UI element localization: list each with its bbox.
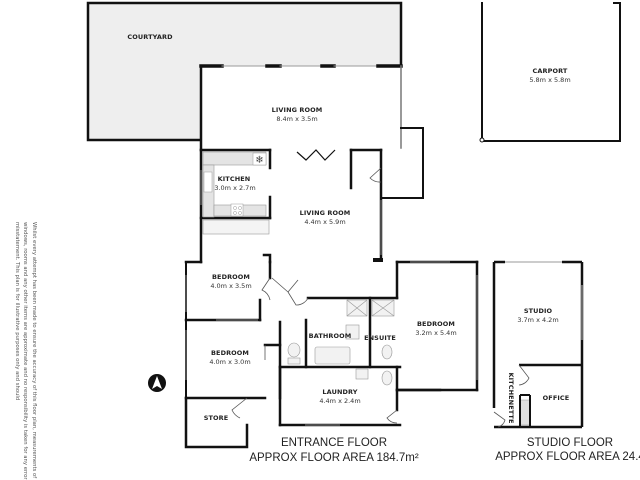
sink-icon [203,171,213,193]
bedroom-1-label: BEDROOM [212,273,250,281]
kitchen-dims: 3.0m x 2.7m [214,184,255,192]
laundry-dims: 4.4m x 2.4m [319,397,360,405]
studio-floor-walls [492,260,584,429]
studio-floor-area: APPROX FLOOR AREA 24.4 [495,451,640,463]
courtyard-label: COURTYARD [127,33,173,41]
kitchenette-bench [519,399,531,426]
windows [185,170,478,426]
svg-text:❄: ❄ [255,155,263,166]
disclaimer-text: Whilst every attempt has been made to en… [13,222,37,480]
living-room-2-label: LIVING ROOM [300,209,351,217]
carport-label: CARPORT [533,67,568,75]
store-label: STORE [204,414,229,422]
laundry-label: LAUNDRY [322,388,357,396]
bifold-door-icon [296,149,336,161]
bedroom-2-label: BEDROOM [211,349,249,357]
bedroom-2-dims: 4.0m x 3.0m [209,358,250,366]
bedroom-1-dims: 4.0m x 3.5m [210,282,251,290]
bathroom-label: BATHROOM [309,332,352,340]
carport-area: CARPORT 5.8m x 5.8m [479,2,621,143]
carport-dims: 5.8m x 5.8m [529,76,570,84]
entrance-floor-area: APPROX FLOOR AREA 184.7m² [249,452,419,464]
bedroom-3-label: BEDROOM [417,320,455,328]
entrance-floor-title: ENTRANCE FLOOR [281,437,387,449]
disclaimer-container: Whilst every attempt has been made to en… [2,222,38,480]
door-swings [231,167,398,424]
bathroom-fixtures [287,299,395,386]
living-room-1-dims: 8.4m x 3.5m [276,115,317,123]
living-room-2-dims: 4.4m x 5.9m [304,218,345,226]
fridge-icon: ❄ [252,152,267,166]
office-label: OFFICE [543,394,570,402]
room-labels: LIVING ROOM 8.4m x 3.5m KITCHEN 3.0m x 2… [204,106,570,423]
ensuite-label: ENSUITE [364,334,396,342]
kitchenette-label: KITCHENETTE [507,373,515,424]
studio-label: STUDIO [524,307,553,315]
floor-labels: ENTRANCE FLOOR APPROX FLOOR AREA 184.7m²… [249,437,640,464]
studio-dims: 3.7m x 4.2m [517,316,558,324]
bedroom-3-dims: 3.2m x 5.4m [415,329,456,337]
kitchen-label: KITCHEN [218,175,251,183]
courtyard-area: COURTYARD [86,1,403,142]
north-arrow-icon [148,374,166,392]
cooktop-icon [230,203,244,217]
living-room-1-label: LIVING ROOM [272,106,323,114]
studio-floor-title: STUDIO FLOOR [527,437,613,449]
